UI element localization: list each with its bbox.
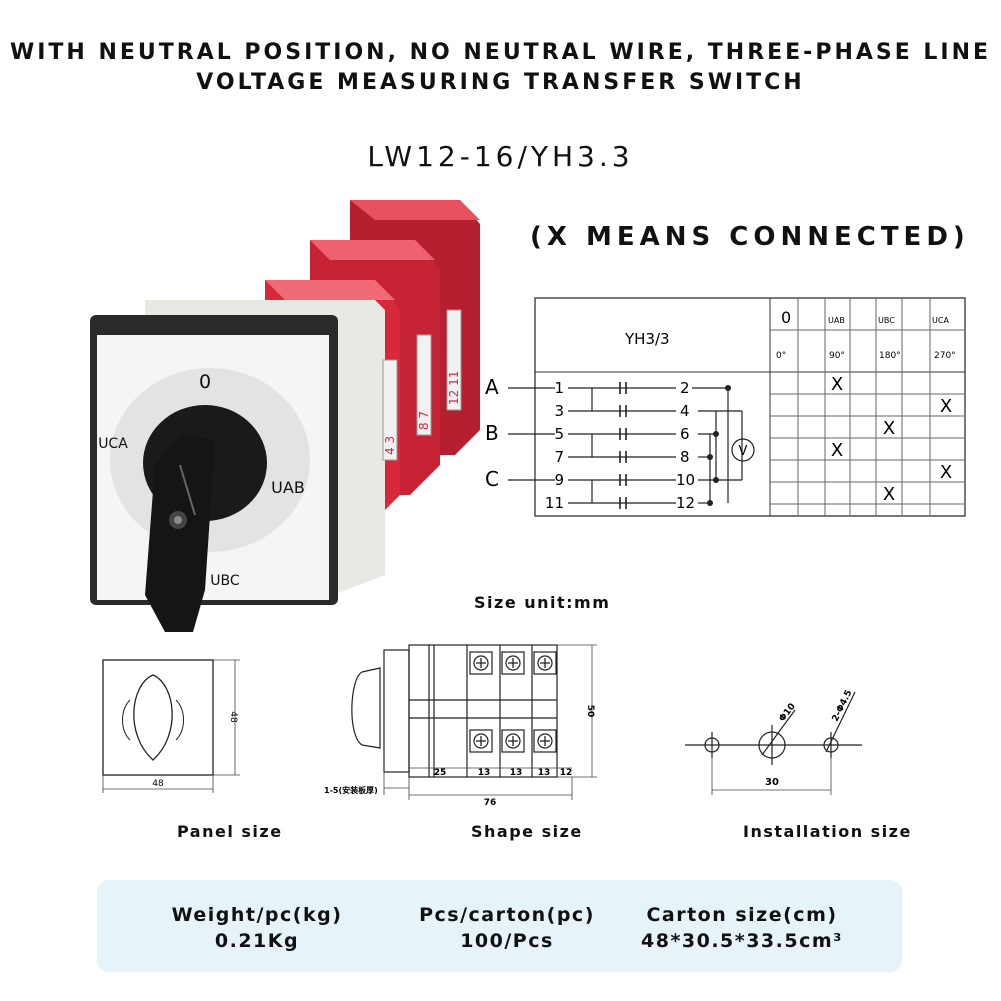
dial-label-uca: UCA [98,436,128,452]
connection-mark-3-ubc: X [883,418,895,439]
panel-height: 48 [228,711,238,723]
legend-note: (X MEANS CONNECTED) [530,222,970,252]
shape-dim-1: 25 [434,768,447,778]
shape-dim-3: 13 [510,768,523,778]
size-unit: Size unit:mm [474,593,611,612]
switch-product-image: 0 UAB UBC UCA 4 3 8 7 12 11 [90,200,480,632]
shape-height: 50 [585,705,595,718]
carton-label: Carton size(cm) [646,904,838,926]
position-header-uab: UAB [828,316,845,325]
product-info-box: Weight/pc(kg) 0.21Kg Pcs/carton(pc) 100/… [97,880,902,972]
connection-mark-2-uca: X [940,396,952,417]
panel-width: 48 [152,779,164,789]
angle-180: 180° [879,351,901,361]
terminal-7: 7 [554,448,564,466]
shape-size-caption: Shape size [471,822,583,841]
switch-handle [145,435,215,632]
position-header-uca: UCA [932,316,949,325]
carton-info: Carton size(cm) 48*30.5*33.5cm³ [637,902,847,954]
terminal-1: 1 [554,379,564,397]
dial-label-ubc: UBC [210,573,240,589]
angle-0: 0° [776,351,786,361]
shape-size-drawing: 50 25 13 13 13 12 76 1-5(安装板厚) [324,644,597,805]
connection-mark-4-uab: X [831,440,843,461]
wiring-diagram: YH3/3 0 UAB UBC UCA 0° 90° 180° 270° X X… [485,297,966,517]
position-header-ubc: UBC [878,316,895,325]
dial-label-uab: UAB [271,478,305,497]
pcs-info: Pcs/carton(pc) 100/Pcs [417,902,597,954]
terminal-11: 11 [545,494,564,512]
weight-info: Weight/pc(kg) 0.21Kg [167,902,347,954]
panel-thickness: 1-5(安装板厚) [324,785,378,795]
phase-label-a: A [485,375,499,399]
panel-size-caption: Panel size [177,822,283,841]
hole-spacing: 30 [765,777,779,788]
pcs-label: Pcs/carton(pc) [419,904,595,926]
terminal-3: 3 [554,402,564,420]
pcs-value: 100/Pcs [460,930,554,952]
module-number-2: 8 7 [417,411,431,430]
weight-value: 0.21Kg [214,930,300,952]
connection-mark-6-ubc: X [883,484,895,505]
terminal-6: 6 [680,425,690,443]
shape-dim-2: 13 [478,768,491,778]
phase-label-c: C [485,467,499,491]
terminal-2: 2 [680,379,690,397]
model-number: LW12-16/YH3.3 [367,140,634,173]
dial-label-0: 0 [199,371,211,393]
connection-mark-1-uab: X [831,374,843,395]
title-line-2: VOLTAGE MEASURING TRANSFER SWITCH [196,70,805,95]
angle-90: 90° [829,351,845,361]
installation-size-caption: Installation size [743,822,912,841]
panel-size-drawing: 48 48 [102,659,240,793]
connection-mark-5-uca: X [940,462,952,483]
title-line-1: WITH NEUTRAL POSITION, NO NEUTRAL WIRE, … [9,40,992,65]
position-header-0: 0 [781,308,791,327]
carton-value: 48*30.5*33.5cm³ [641,930,843,952]
shape-dim-5: 12 [560,768,573,778]
terminal-4: 4 [680,402,690,420]
terminal-12: 12 [676,494,695,512]
angle-270: 270° [934,351,956,361]
terminal-8: 8 [680,448,690,466]
terminal-10: 10 [676,471,695,489]
terminal-9: 9 [554,471,564,489]
module-number-3: 12 11 [447,371,461,405]
weight-label: Weight/pc(kg) [171,904,343,926]
shape-dim-4: 13 [538,768,551,778]
installation-size-drawing: 30 Φ10 2-Φ4.5 [685,689,862,795]
phase-label-b: B [485,421,499,445]
terminal-5: 5 [554,425,564,443]
voltmeter-symbol: V [739,444,748,459]
table-title: YH3/3 [624,330,670,348]
shape-total: 76 [484,798,497,805]
module-number-1: 4 3 [383,436,397,455]
center-hole-diameter: Φ10 [777,702,797,724]
